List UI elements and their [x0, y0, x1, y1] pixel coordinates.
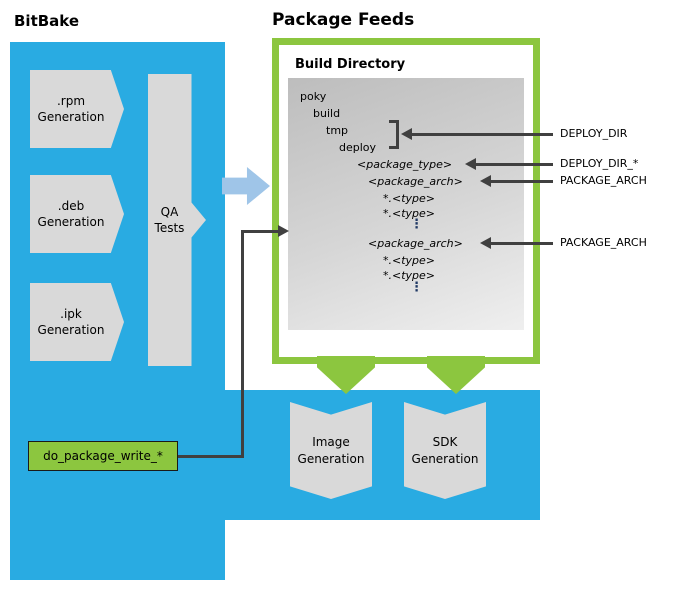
image-generation-label-line2: Generation [297, 451, 365, 466]
deploy-dir-star-label: DEPLOY_DIR_* [560, 157, 639, 170]
build-directory-title: Build Directory [295, 57, 406, 72]
tree-item-type-file-3: *.<type> [383, 254, 436, 267]
ellipsis-icon: ⋮ [410, 217, 423, 232]
sdk-generation-box: SDK Generation [404, 402, 486, 499]
image-generation-label-line1: Image [312, 435, 350, 450]
package-arch-label-1: PACKAGE_ARCH [560, 174, 647, 187]
rpm-generation-label-line2: Generation [37, 110, 105, 124]
tree-item-type-file-1: *.<type> [383, 192, 436, 205]
tree-item-package-arch-2: <package_arch> [368, 237, 463, 250]
build-directory-box [288, 78, 524, 330]
deploy-dir-arrow-line [411, 133, 553, 136]
tree-item-type-file-4: *.<type> [383, 269, 436, 282]
package-feeds-heading: Package Feeds [272, 10, 415, 30]
tree-item-build: build [313, 107, 341, 120]
tree-item-poky: poky [300, 90, 327, 103]
ellipsis-icon: ⋮ [410, 280, 423, 295]
do-package-write-label: do_package_write_* [43, 449, 163, 463]
deploy-dir-arrowhead-icon [401, 128, 412, 140]
rpm-generation-box: .rpm Generation [30, 70, 124, 148]
tree-item-package-arch-1: <package_arch> [368, 175, 463, 188]
tree-item-deploy: deploy [339, 141, 377, 154]
do-package-write-box: do_package_write_* [28, 441, 178, 471]
sdk-generation-label-line1: SDK [432, 435, 458, 450]
do-package-write-arrowhead-icon [278, 225, 289, 237]
deb-generation-label-line2: Generation [37, 215, 105, 229]
bottom-flow-region [225, 390, 540, 520]
feed-down-arrow-left-icon [317, 356, 375, 394]
image-generation-box: Image Generation [290, 402, 372, 499]
tree-item-package-type: <package_type> [357, 158, 453, 171]
do-package-write-connector-h2 [241, 230, 280, 233]
deploy-dir-star-arrowhead-icon [465, 158, 476, 170]
sdk-generation-label-line2: Generation [411, 451, 479, 466]
flow-arrow-icon [222, 167, 270, 205]
qa-tests-label-line2: Tests [154, 221, 185, 235]
package-arch-arrow-line-1 [490, 180, 553, 183]
do-package-write-connector-h1 [178, 455, 244, 458]
deploy-bracket-icon [389, 120, 399, 149]
package-arch-arrowhead-icon-2 [480, 237, 491, 249]
bitbake-heading: BitBake [14, 12, 80, 30]
feed-down-arrow-right-icon [427, 356, 485, 394]
tree-item-type-file-2: *.<type> [383, 207, 436, 220]
package-arch-label-2: PACKAGE_ARCH [560, 236, 647, 249]
do-package-write-connector-v [241, 230, 244, 458]
ipk-generation-label-line2: Generation [37, 323, 105, 337]
rpm-generation-label-line1: .rpm [56, 93, 86, 108]
ipk-generation-box: .ipk Generation [30, 283, 124, 361]
deb-generation-label-line1: .deb [57, 198, 85, 213]
deploy-dir-label: DEPLOY_DIR [560, 127, 628, 140]
tree-item-tmp: tmp [326, 124, 349, 137]
qa-tests-label-line1: QA [160, 204, 179, 219]
deploy-dir-star-arrow-line [475, 163, 553, 166]
package-arch-arrowhead-icon-1 [480, 175, 491, 187]
package-arch-arrow-line-2 [490, 242, 553, 245]
deb-generation-box: .deb Generation [30, 175, 124, 253]
ipk-generation-label-line1: .ipk [60, 306, 82, 321]
